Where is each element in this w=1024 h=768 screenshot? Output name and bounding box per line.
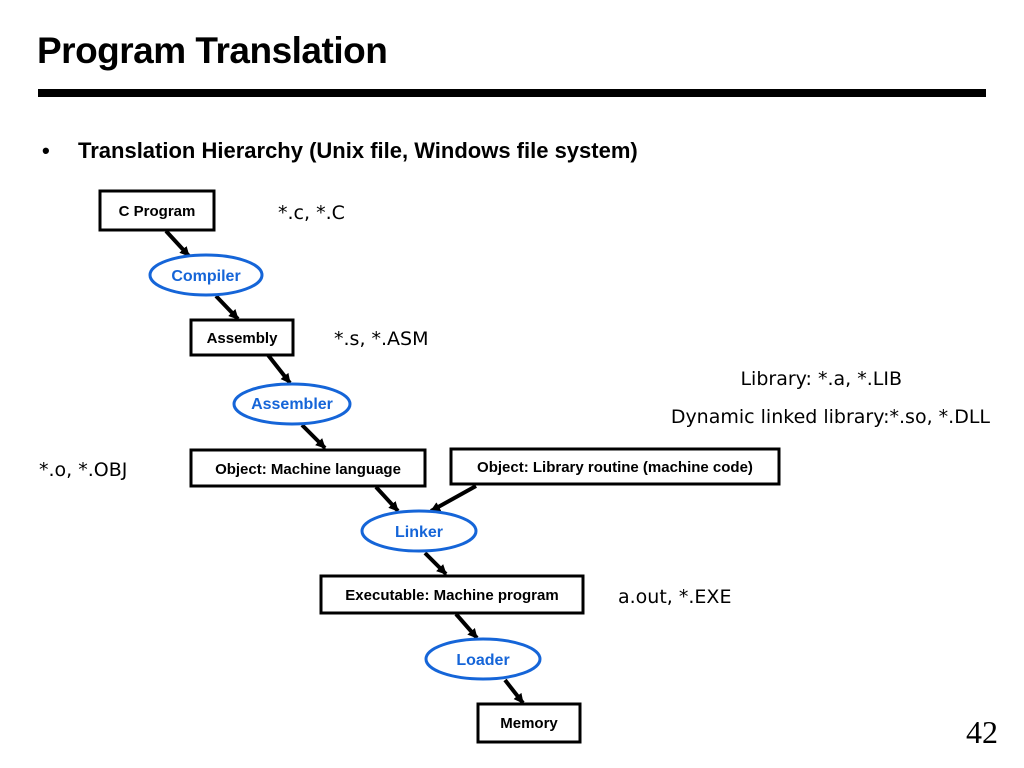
compiler-label: Compiler (171, 268, 240, 285)
note-library: Library: *.a, *.LIB (740, 368, 902, 390)
arrow-linker-executable (423, 551, 448, 576)
arrow-library-linker (430, 484, 477, 513)
linker-label: Linker (395, 524, 443, 541)
object-machine-label: Object: Machine language (215, 461, 401, 478)
oval-assembler: Assembler (232, 382, 352, 426)
note-dynamic-library: Dynamic linked library:*.so, *.DLL (671, 406, 991, 428)
title-divider (38, 89, 986, 97)
arrow-loader-memory (503, 678, 525, 705)
oval-loader: Loader (424, 637, 542, 681)
box-assembly: Assembly (189, 318, 295, 357)
oval-compiler: Compiler (148, 253, 264, 297)
bullet-item: • Translation Hierarchy (Unix file, Windo… (42, 138, 638, 164)
page-number: 42 (966, 714, 998, 750)
note-obj-extensions: *.o, *.OBJ (39, 459, 127, 481)
box-executable: Executable: Machine program (319, 574, 585, 615)
note-asm-extensions: *.s, *.ASM (334, 328, 429, 350)
assembler-label: Assembler (251, 396, 333, 413)
loader-label: Loader (456, 652, 509, 669)
box-object-machine-language: Object: Machine language (189, 448, 427, 488)
executable-label: Executable: Machine program (345, 587, 558, 604)
oval-linker: Linker (360, 509, 478, 553)
bullet-text: Translation Hierarchy (Unix file, Window… (78, 138, 638, 163)
flow-arrows (164, 229, 525, 705)
box-object-library-routine: Object: Library routine (machine code) (449, 447, 781, 486)
arrow-assembler-object (300, 423, 327, 450)
object-library-label: Object: Library routine (machine code) (477, 459, 753, 476)
arrow-assembly-assembler (266, 353, 292, 385)
slide-title: Program Translation (37, 30, 388, 71)
bullet-symbol: • (42, 138, 50, 163)
arrow-compiler-assembly (214, 294, 240, 321)
assembly-label: Assembly (207, 330, 279, 347)
arrow-object-linker (374, 485, 400, 513)
note-c-extensions: *.c, *.C (278, 202, 345, 224)
note-exe-extensions: a.out, *.EXE (618, 586, 731, 608)
memory-label: Memory (500, 715, 558, 732)
arrow-executable-loader (454, 612, 479, 640)
box-memory: Memory (476, 702, 582, 744)
box-c-program: C Program (98, 189, 216, 232)
c-program-label: C Program (119, 203, 196, 220)
arrow-cprogram-compiler (164, 229, 191, 258)
